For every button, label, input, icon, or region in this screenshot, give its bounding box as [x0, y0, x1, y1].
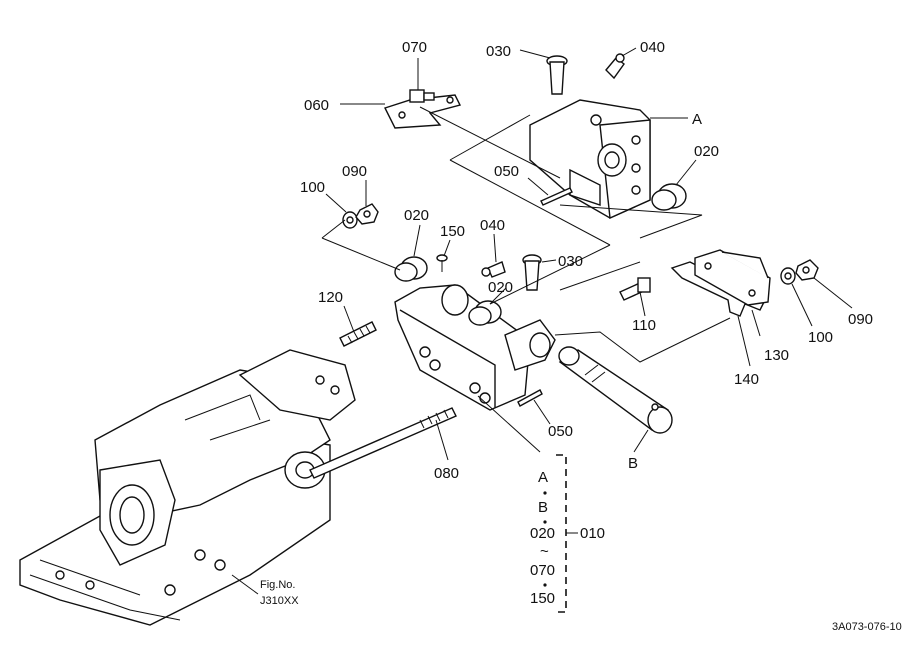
label-120: 120	[318, 289, 343, 306]
label-020-right: 020	[694, 143, 719, 160]
pin-030-upper	[546, 55, 568, 95]
washer-100-right	[780, 267, 796, 285]
label-130: 130	[764, 347, 789, 364]
label-040-mid: 040	[480, 217, 505, 234]
main-mount-plate	[394, 284, 556, 411]
transmission-housing	[19, 349, 356, 626]
label-080: 080	[434, 465, 459, 482]
figure-ref-line2: J310XX	[260, 595, 299, 607]
cotter-pin-050-upper	[540, 187, 573, 206]
assembly-item-070: 070	[530, 562, 555, 579]
label-110: 110	[632, 317, 656, 334]
assembly-group-label: 010	[580, 525, 605, 542]
label-060: 060	[304, 97, 329, 114]
nut-090-right	[795, 259, 819, 281]
label-100-left: 100	[300, 179, 325, 196]
label-a-top: A	[692, 111, 702, 128]
washer-100-left	[342, 211, 358, 229]
cotter-pin-050-low	[517, 389, 543, 407]
bushing-020-middle	[394, 256, 428, 282]
label-040-top: 040	[640, 39, 665, 56]
label-140: 140	[734, 371, 759, 388]
label-050-top: 050	[494, 163, 519, 180]
assembly-item-020: 020	[530, 525, 555, 542]
pin-150	[436, 254, 448, 272]
drawing-code: 3A073-076-10	[832, 621, 902, 633]
bracket-130	[694, 249, 771, 306]
label-020-mid: 020	[404, 207, 429, 224]
assembly-item-tilde: ~	[540, 543, 549, 560]
label-100-right: 100	[808, 329, 833, 346]
callout-labels: 070 030 040 060 A 020 050 100 090 020 15…	[260, 39, 902, 633]
bolt-110	[619, 277, 651, 301]
label-020-low: 020	[488, 279, 513, 296]
assembly-bracket	[556, 454, 578, 613]
figure-ref-line1: Fig.No.	[260, 579, 295, 591]
leader-lines	[231, 47, 853, 595]
label-050-low: 050	[548, 423, 573, 440]
label-070-top: 070	[402, 39, 427, 56]
assembly-item-b: B	[538, 499, 548, 516]
assembly-item-150: 150	[530, 590, 555, 607]
label-090-right: 090	[848, 311, 873, 328]
label-030-mid: 030	[558, 253, 583, 270]
label-030-top: 030	[486, 43, 511, 60]
bushing-020-low	[468, 300, 502, 326]
shaft-b	[558, 346, 673, 434]
grease-nipple-040-middle	[481, 261, 506, 278]
nut-090-left	[355, 203, 379, 225]
label-090-left: 090	[342, 163, 367, 180]
stud-120	[339, 321, 377, 347]
grease-nipple-040-upper	[605, 53, 625, 80]
rod-080	[309, 407, 457, 479]
pin-030-middle	[522, 254, 542, 291]
label-b-shaft: B	[628, 455, 638, 472]
upper-hitch-bracket	[529, 99, 651, 220]
bushing-020-upper	[651, 183, 687, 211]
assembly-item-a: A	[538, 469, 548, 486]
bolt-070	[409, 89, 435, 103]
label-150: 150	[440, 223, 465, 240]
